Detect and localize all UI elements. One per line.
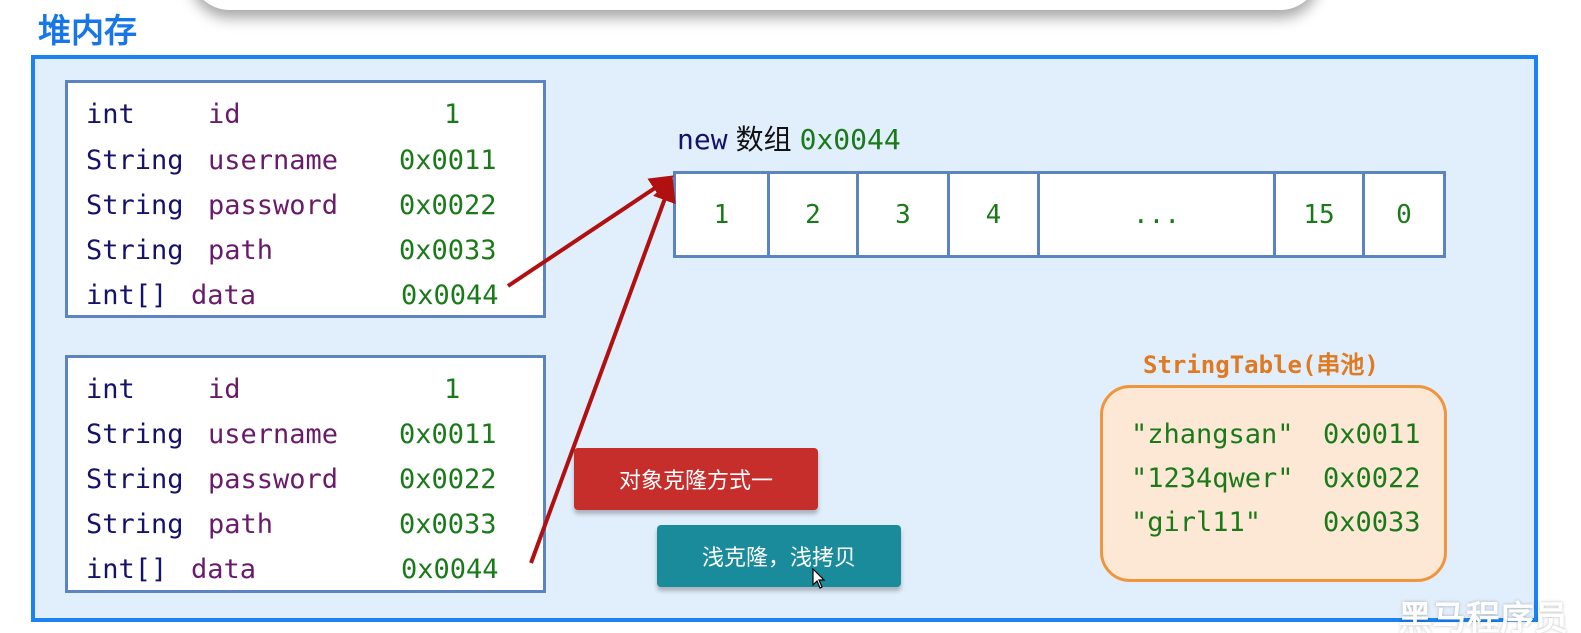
string-table-box: "zhangsan" 0x0011 "1234qwer" 0x0022 "gir…	[1100, 385, 1447, 582]
field-type: int	[86, 99, 135, 130]
field-type: String	[86, 464, 184, 495]
field-name: username	[208, 145, 339, 176]
field-name: password	[208, 190, 339, 221]
object-box-2: int id 1 String username 0x0011 String p…	[65, 355, 546, 593]
heap-title: 堆内存	[38, 11, 137, 50]
field-type: String	[86, 419, 184, 450]
string-entry-text: "girl11"	[1131, 507, 1262, 538]
string-entry: "zhangsan" 0x0011	[1131, 415, 1421, 455]
array-cell: 4	[950, 174, 1040, 255]
field-value: 1	[444, 99, 461, 130]
array-cell: 15	[1276, 174, 1365, 255]
field-row: String username 0x0011	[86, 415, 543, 455]
field-type: int[]	[86, 280, 168, 311]
field-type: String	[86, 190, 184, 221]
mouse-cursor-icon	[812, 568, 826, 589]
array-cell: 1	[676, 174, 770, 255]
array-cell: 0	[1396, 199, 1412, 230]
field-type: int[]	[86, 554, 168, 585]
shallow-clone-button[interactable]: 浅克隆，浅拷贝	[657, 525, 901, 587]
arrow-object1-to-array	[506, 175, 674, 288]
field-value: 0x0033	[399, 509, 497, 540]
array-cell: 3	[859, 174, 950, 255]
field-row: String path 0x0033	[86, 231, 543, 271]
array-label: 数组	[735, 123, 792, 156]
field-name: id	[208, 99, 241, 130]
top-shadow-decoration	[190, 0, 1320, 10]
field-type: String	[86, 509, 184, 540]
field-value: 0x0044	[401, 280, 499, 311]
array-new-keyword: new	[677, 123, 728, 156]
field-value: 0x0011	[399, 145, 497, 176]
field-type: String	[86, 235, 184, 266]
field-name: path	[208, 235, 274, 266]
watermark: 黑马程序员	[1398, 599, 1568, 633]
array-cell: 2	[770, 174, 859, 255]
string-entry-address: 0x0011	[1323, 419, 1421, 450]
string-table-title: StringTable(串池)	[1143, 351, 1379, 379]
field-value: 1	[444, 374, 461, 405]
string-entry-text: "zhangsan"	[1131, 419, 1294, 450]
field-name: password	[208, 464, 339, 495]
field-row: String path 0x0033	[86, 505, 543, 545]
field-row: String password 0x0022	[86, 186, 543, 226]
field-value: 0x0022	[399, 464, 497, 495]
field-row: int[] data 0x0044	[86, 276, 543, 316]
field-name: username	[208, 419, 339, 450]
field-type: String	[86, 145, 184, 176]
string-entry-address: 0x0022	[1323, 463, 1421, 494]
object-box-1: int id 1 String username 0x0011 String p…	[65, 80, 546, 318]
field-name: id	[208, 374, 241, 405]
string-entry: "girl11" 0x0033	[1131, 503, 1421, 543]
field-row: String password 0x0022	[86, 460, 543, 500]
array-address: 0x0044	[799, 123, 901, 156]
field-value: 0x0044	[401, 554, 499, 585]
field-type: int	[86, 374, 135, 405]
array-cell: ...	[1040, 174, 1276, 255]
array-box: 1 2 3 4 ... 15 0	[673, 171, 1446, 258]
field-value: 0x0033	[399, 235, 497, 266]
field-row: int[] data 0x0044	[86, 550, 543, 590]
field-row: int id 1	[86, 370, 543, 410]
field-value: 0x0011	[399, 419, 497, 450]
field-name: data	[191, 554, 257, 585]
string-entry: "1234qwer" 0x0022	[1131, 459, 1421, 499]
arrow-object2-to-array	[529, 177, 676, 564]
field-name: path	[208, 509, 274, 540]
field-row: int id 1	[86, 95, 543, 135]
string-entry-address: 0x0033	[1323, 507, 1421, 538]
string-entry-text: "1234qwer"	[1131, 463, 1294, 494]
clone-method-button[interactable]: 对象克隆方式一	[574, 448, 818, 510]
field-value: 0x0022	[399, 190, 497, 221]
field-name: data	[191, 280, 257, 311]
field-row: String username 0x0011	[86, 141, 543, 181]
